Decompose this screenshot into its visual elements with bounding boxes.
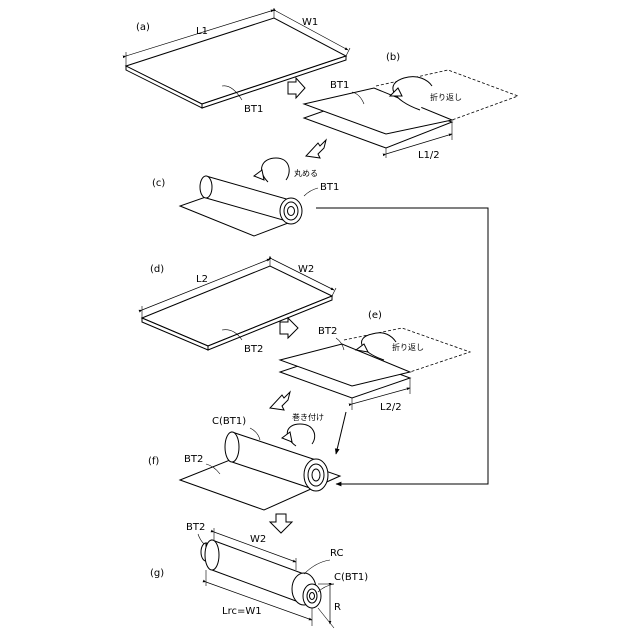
step-c-tag: (c) (152, 178, 165, 189)
step-f: (f) 巻き付け C(BT1) BT2 (148, 412, 340, 510)
step-f-tag: (f) (148, 456, 159, 467)
core-label-f: C(BT1) (212, 416, 246, 427)
step-a: (a) L1 W1 BT1 (126, 8, 350, 115)
dimension-r-label: R (334, 602, 341, 613)
sheet-bt1-label-b: BT1 (330, 80, 349, 91)
roll-arrow-icon-c (254, 170, 264, 180)
dimension-w2-label: W2 (298, 264, 314, 275)
step-e-tag: (e) (368, 310, 382, 321)
step-d: (d) L2 W2 BT2 (142, 256, 336, 355)
dimension-l2-label: L2 (196, 274, 208, 285)
flow-arrow-b-to-c (306, 140, 326, 158)
sheet-bt2-label-e: BT2 (318, 326, 337, 337)
step-b-tag: (b) (386, 52, 400, 63)
roll-label-rc: RC (330, 548, 343, 559)
step-g: (g) BT2 W2 RC C(BT1) Lrc=W1 R (150, 522, 368, 628)
action-roll-label-c: 丸める (294, 168, 318, 178)
arrow-e-to-f (336, 412, 346, 454)
step-c: (c) 丸める BT1 (152, 158, 339, 236)
dimension-l1-half-label: L1/2 (418, 150, 440, 161)
sheet-bt2-label-g: BT2 (186, 522, 205, 533)
dimension-l2-half-label: L2/2 (380, 402, 402, 413)
core-label-g: C(BT1) (334, 572, 368, 583)
step-a-tag: (a) (136, 22, 150, 33)
dimension-lrc-label: Lrc=W1 (222, 606, 262, 617)
flow-arrow-d-to-e (280, 318, 298, 338)
sheet-bt1-label-c: BT1 (320, 182, 339, 193)
step-e: (e) 折り返し BT2 L2/2 (280, 310, 470, 413)
dimension-w1-label: W1 (302, 17, 318, 28)
step-g-tag: (g) (150, 568, 164, 579)
flow-arrow-e-to-f (270, 392, 290, 410)
dimension-l1-label: L1 (196, 26, 208, 37)
step-b: (b) 折り返し BT1 L1/2 (304, 52, 518, 161)
sheet-bt1-label-a: BT1 (244, 104, 263, 115)
action-fold-label-b: 折り返し (430, 92, 462, 102)
step-d-tag: (d) (150, 264, 164, 275)
sheet-bt2-label-d: BT2 (244, 344, 263, 355)
dimension-w2-label-g: W2 (250, 534, 266, 545)
action-wrap-label-f: 巻き付け (292, 412, 324, 422)
action-fold-label-e: 折り返し (392, 342, 424, 352)
sheet-bt2-label-f: BT2 (184, 454, 203, 465)
flow-arrow-f-to-g (270, 514, 292, 533)
roll-body-g (212, 540, 304, 604)
flow-arrow-a-to-b (288, 78, 305, 98)
